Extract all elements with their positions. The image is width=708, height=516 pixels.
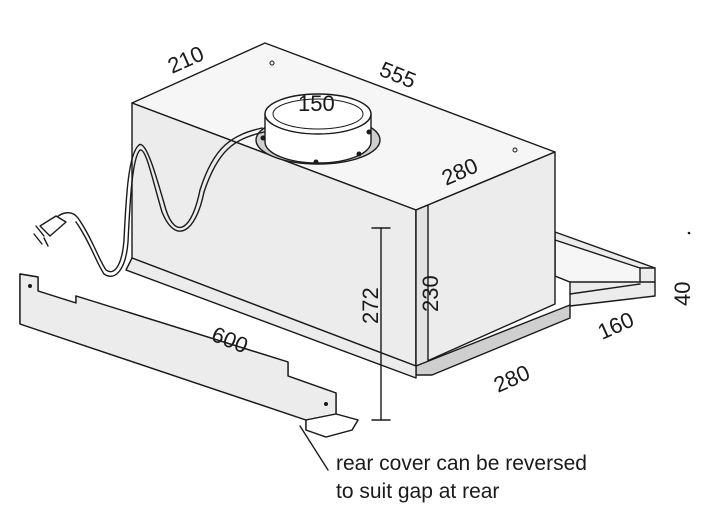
note-leader-line [299, 425, 329, 471]
note-line-2: to suit gap at rear [336, 480, 499, 503]
power-cord [55, 127, 265, 277]
dim-visor-depth: 280 [490, 360, 534, 398]
power-plug-icon [33, 215, 67, 247]
dim-overall-height: 272 [358, 287, 383, 324]
duct-collar [255, 93, 381, 165]
dim-front-height: 230 [418, 275, 443, 312]
hood-body [125, 42, 571, 379]
visor-tray [554, 231, 656, 307]
dim-visor-height: 40 [670, 282, 695, 306]
rear-cover [19, 273, 359, 438]
height-dimension-line [371, 227, 391, 421]
dim-visor-extension: 160 [594, 307, 638, 345]
stray-dot [687, 231, 691, 235]
dim-duct-diameter: 150 [298, 91, 335, 116]
note-line-1: rear cover can be reversed [336, 452, 587, 475]
